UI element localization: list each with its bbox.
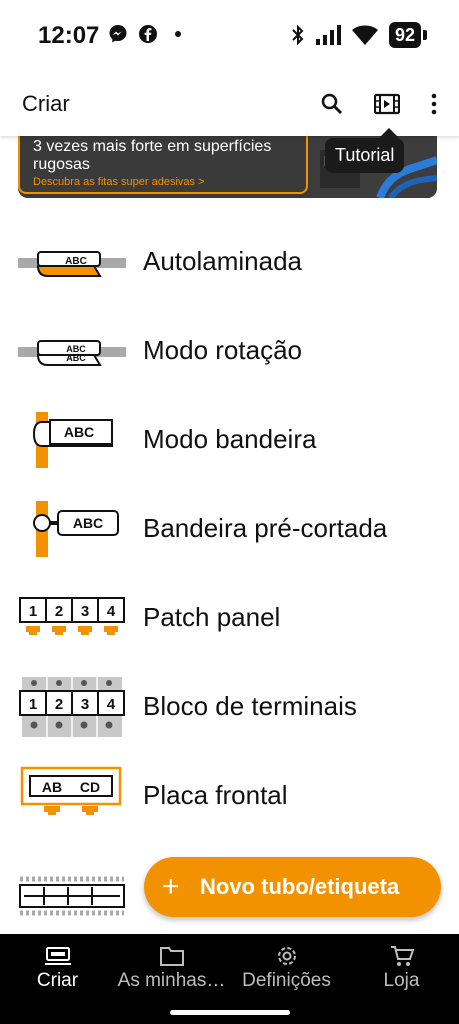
video-tutorial-icon bbox=[374, 93, 400, 115]
nav-label: Criar bbox=[36, 970, 79, 991]
list-item-bandeira-pre-cortada[interactable]: ABC Bandeira pré-cortada bbox=[0, 485, 459, 574]
svg-text:AB: AB bbox=[42, 779, 62, 795]
bluetooth-icon bbox=[292, 25, 304, 45]
fab-label: Novo tubo/etiqueta bbox=[200, 874, 400, 899]
status-bar: 12:07 92 bbox=[0, 0, 459, 72]
battery-tip bbox=[423, 30, 427, 40]
svg-text:3: 3 bbox=[81, 696, 89, 713]
status-time: 12:07 bbox=[38, 22, 100, 49]
wifi-icon bbox=[351, 25, 378, 45]
svg-text:4: 4 bbox=[107, 696, 116, 713]
page-title: Criar bbox=[22, 91, 70, 116]
list-item-patch-panel[interactable]: 1 2 3 4 Patch panel bbox=[0, 574, 459, 663]
list-item-label: Autolaminada bbox=[143, 246, 302, 276]
list-item-modo-rotacao[interactable]: ABC ABC Modo rotação bbox=[0, 307, 459, 396]
svg-text:2: 2 bbox=[55, 696, 63, 713]
list-item-partial[interactable] bbox=[0, 841, 459, 930]
messenger-icon bbox=[109, 25, 127, 43]
list-item-label: Patch panel bbox=[143, 602, 281, 632]
list-item-modo-bandeira[interactable]: ABC Modo bandeira bbox=[0, 396, 459, 485]
cart-icon bbox=[390, 946, 414, 966]
status-notifications bbox=[108, 24, 188, 44]
more-vert-icon bbox=[431, 93, 437, 115]
more-notifications-dot-icon bbox=[175, 31, 181, 37]
svg-text:ABC: ABC bbox=[73, 515, 103, 531]
self-laminating-icon: ABC bbox=[18, 251, 126, 277]
banner-frame bbox=[18, 130, 308, 194]
plus-icon: + bbox=[162, 870, 180, 903]
banner-cta-link[interactable]: Descubra as fitas super adesivas > bbox=[33, 176, 205, 188]
search-button[interactable] bbox=[316, 88, 348, 120]
svg-text:ABC: ABC bbox=[64, 424, 94, 440]
banner-headline: 3 vezes mais forte em superfícies rugosa… bbox=[33, 138, 272, 173]
battery-level: 92 bbox=[388, 22, 421, 48]
list-item-bloco-de-terminais[interactable]: 1 2 3 4 Bloco de terminais bbox=[0, 663, 459, 752]
bottom-navigation: Criar As minhas… Definições Loja bbox=[0, 934, 459, 1024]
list-item-label: Bloco de terminais bbox=[143, 691, 357, 721]
nav-item-my-files[interactable]: As minhas… bbox=[114, 944, 229, 992]
svg-text:CD: CD bbox=[80, 779, 100, 795]
faceplate-icon: AB CD bbox=[20, 766, 122, 815]
svg-text:3: 3 bbox=[81, 603, 89, 620]
nav-label: As minhas… bbox=[117, 970, 226, 991]
overflow-menu-button[interactable] bbox=[418, 88, 450, 120]
svg-text:ABC: ABC bbox=[65, 256, 87, 267]
svg-text:4: 4 bbox=[107, 603, 116, 620]
list-item-label: Placa frontal bbox=[143, 780, 288, 810]
rotation-mode-icon: ABC ABC bbox=[18, 340, 126, 366]
svg-text:1: 1 bbox=[29, 603, 37, 620]
label-printer-icon bbox=[44, 947, 71, 965]
list-item-label: Modo bandeira bbox=[143, 424, 317, 454]
nav-label: Loja bbox=[383, 970, 420, 991]
flag-mode-icon: ABC bbox=[32, 412, 113, 468]
facebook-icon bbox=[139, 25, 157, 43]
precut-flag-icon: ABC bbox=[33, 501, 119, 557]
svg-text:ABC: ABC bbox=[66, 344, 86, 354]
nav-item-criar[interactable]: Criar bbox=[0, 944, 115, 992]
home-indicator[interactable] bbox=[170, 1010, 290, 1015]
gear-icon bbox=[277, 947, 296, 965]
tutorial-button[interactable] bbox=[371, 88, 403, 120]
search-icon bbox=[321, 93, 342, 114]
status-system-icons: 92 bbox=[291, 22, 427, 48]
svg-text:ABC: ABC bbox=[66, 353, 86, 363]
folder-icon bbox=[159, 947, 184, 966]
svg-text:2: 2 bbox=[55, 603, 63, 620]
tutorial-tooltip: Tutorial bbox=[325, 128, 405, 173]
list-item-autolaminada[interactable]: ABC Autolaminada bbox=[0, 218, 459, 307]
list-item-placa-frontal[interactable]: AB CD Placa frontal bbox=[0, 752, 459, 841]
list-item-label: Modo rotação bbox=[143, 335, 302, 365]
nav-item-settings[interactable]: Definições bbox=[229, 944, 344, 992]
terminal-block-icon: 1 2 3 4 bbox=[19, 677, 125, 737]
nav-item-shop[interactable]: Loja bbox=[344, 944, 459, 992]
list-item-label: Bandeira pré-cortada bbox=[143, 513, 388, 543]
tube-label-icon bbox=[19, 876, 125, 916]
app-bar: Criar bbox=[0, 72, 459, 136]
svg-text:1: 1 bbox=[29, 696, 37, 713]
nav-label: Definições bbox=[242, 970, 331, 991]
new-tube-label-button[interactable]: + Novo tubo/etiqueta bbox=[144, 857, 441, 917]
patch-panel-icon: 1 2 3 4 bbox=[19, 597, 125, 635]
signal-icon bbox=[315, 25, 341, 45]
